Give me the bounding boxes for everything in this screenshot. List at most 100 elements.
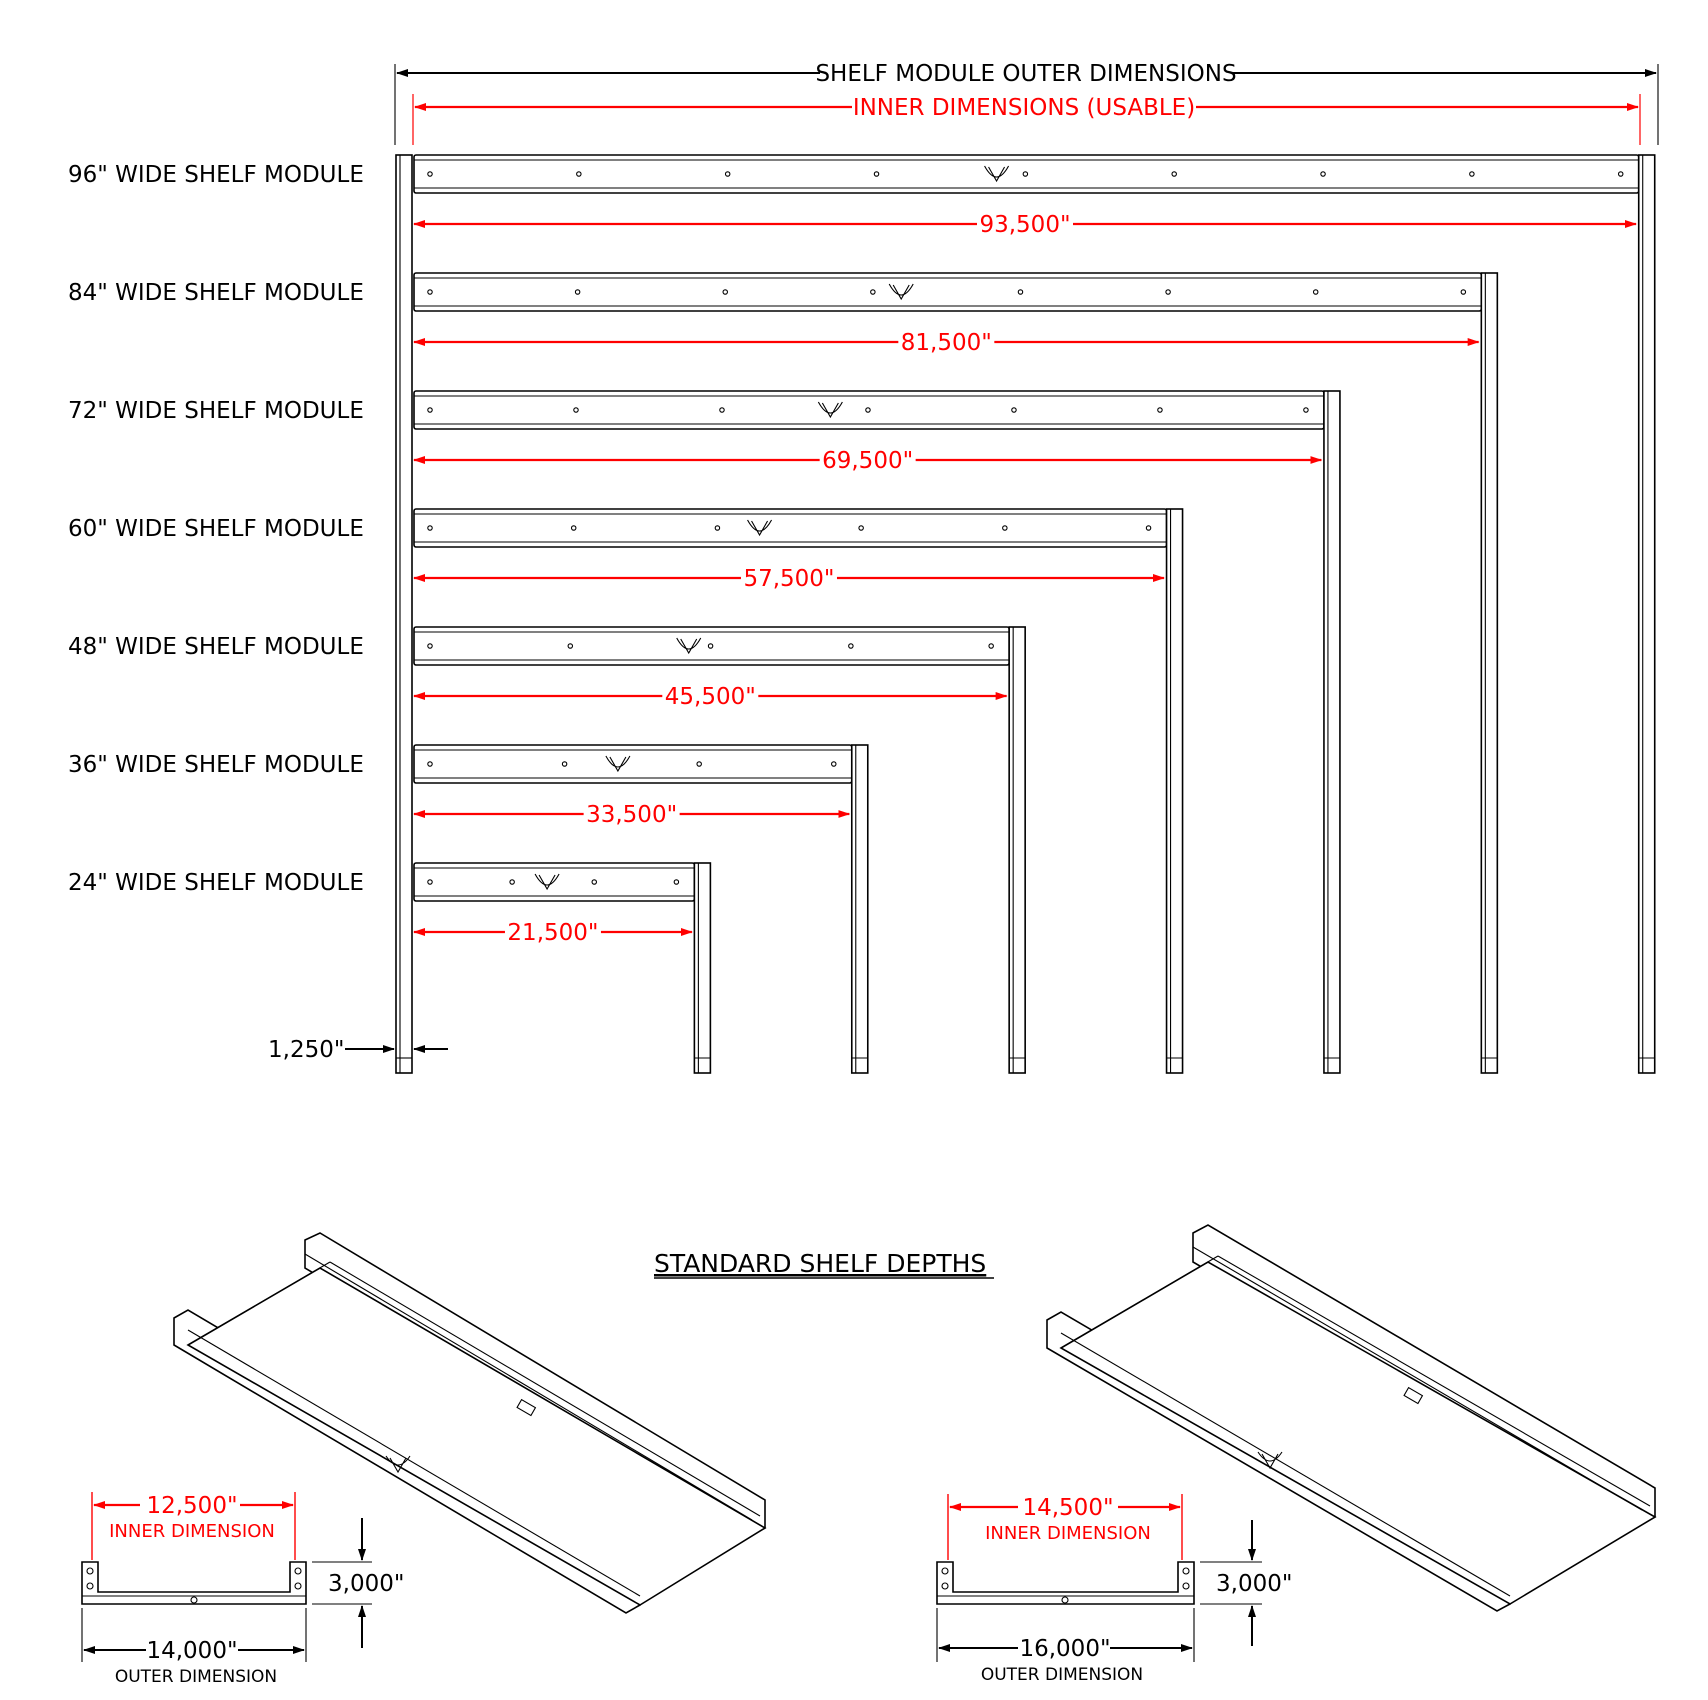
section-left: 12,500" INNER DIMENSION 3,000" 14,000" O… bbox=[81, 1492, 404, 1687]
beam-hole bbox=[831, 761, 837, 767]
beam-hole bbox=[1002, 525, 1008, 531]
right-height-value: 3,000" bbox=[1216, 1571, 1292, 1597]
right-post bbox=[850, 744, 869, 1074]
shelf-beam bbox=[413, 272, 1483, 312]
post-width-label: 1,250" bbox=[268, 1037, 344, 1063]
module-rows: 96" WIDE SHELF MODULE 93,500" 84" WIDE SHE… bbox=[68, 154, 1656, 1074]
beam-hole bbox=[573, 407, 579, 413]
beam-hole bbox=[707, 643, 714, 649]
module-label: 60" WIDE SHELF MODULE bbox=[68, 516, 364, 542]
right-post bbox=[693, 862, 712, 1074]
shelf-beam bbox=[413, 390, 1325, 430]
right-post bbox=[1008, 626, 1026, 1074]
inner-dim-value: 45,500" bbox=[665, 684, 756, 710]
beam-hole bbox=[1320, 171, 1326, 177]
beam-hole bbox=[591, 879, 598, 885]
section-right: 14,500" INNER DIMENSION 3,000" 16,000" O… bbox=[936, 1494, 1292, 1685]
module-row: 96" WIDE SHELF MODULE 93,500" bbox=[68, 154, 1656, 1074]
left-inner-caption: INNER DIMENSION bbox=[109, 1521, 275, 1542]
right-inner-caption: INNER DIMENSION bbox=[985, 1523, 1151, 1544]
beam-hole bbox=[509, 879, 515, 885]
beam-hole bbox=[561, 761, 568, 767]
shelf-beam bbox=[413, 154, 1640, 194]
beam-hole bbox=[1157, 407, 1163, 413]
module-row: 60" WIDE SHELF MODULE 57,500" bbox=[68, 508, 1184, 1074]
inner-dim-value: 33,500" bbox=[586, 802, 677, 828]
shelf-beam bbox=[413, 626, 1010, 666]
beam-hole bbox=[576, 171, 582, 177]
right-inner-value: 14,500" bbox=[1022, 1495, 1113, 1521]
inner-dimensions-label: INNER DIMENSIONS (USABLE) bbox=[853, 95, 1195, 121]
logo-icon bbox=[676, 637, 702, 655]
left-post bbox=[395, 154, 413, 1074]
post-width-dimension: 1,250" bbox=[268, 1037, 448, 1063]
beam-hole bbox=[570, 525, 577, 531]
beam-hole bbox=[673, 879, 680, 885]
right-post bbox=[1165, 508, 1184, 1074]
logo-icon bbox=[747, 519, 773, 537]
beam-hole bbox=[1017, 289, 1024, 295]
logo-icon bbox=[888, 283, 914, 301]
shelf-beam bbox=[413, 744, 853, 784]
beam-hole bbox=[1303, 407, 1309, 413]
standard-depths-title: STANDARD SHELF DEPTHS bbox=[654, 1249, 986, 1278]
left-outer-caption: OUTER DIMENSION bbox=[115, 1667, 277, 1687]
module-label: 24" WIDE SHELF MODULE bbox=[68, 870, 364, 896]
beam-hole bbox=[1145, 525, 1152, 531]
beam-hole bbox=[1460, 289, 1467, 295]
isometric-shelf-left bbox=[173, 1232, 767, 1614]
beam-hole bbox=[1022, 171, 1029, 177]
beam-hole bbox=[1469, 171, 1475, 177]
beam-hole bbox=[427, 761, 433, 767]
isometric-shelf-right bbox=[1046, 1224, 1657, 1612]
shelf-beam bbox=[413, 508, 1168, 548]
beam-hole bbox=[724, 171, 731, 177]
beam-hole bbox=[873, 171, 880, 177]
logo-icon bbox=[534, 873, 560, 891]
beam-hole bbox=[1312, 289, 1319, 295]
beam-hole bbox=[427, 171, 433, 177]
inner-dim-value: 57,500" bbox=[743, 566, 834, 592]
inner-dimension-header: INNER DIMENSIONS (USABLE) bbox=[412, 94, 1641, 145]
beam-hole bbox=[722, 289, 728, 295]
inner-dim-value: 21,500" bbox=[507, 920, 598, 946]
beam-hole bbox=[427, 289, 433, 295]
beam-hole bbox=[1617, 171, 1624, 177]
beam-hole bbox=[427, 879, 433, 885]
logo-icon bbox=[605, 755, 631, 773]
right-post bbox=[1480, 272, 1499, 1074]
inner-dim-value: 93,500" bbox=[979, 212, 1070, 238]
beam-hole bbox=[714, 525, 721, 531]
left-outer-value: 14,000" bbox=[146, 1638, 237, 1664]
module-row: 48" WIDE SHELF MODULE 45,500" bbox=[68, 626, 1026, 1074]
right-post bbox=[1637, 154, 1656, 1074]
beam-hole bbox=[427, 407, 433, 413]
right-post bbox=[1323, 390, 1341, 1074]
module-label: 96" WIDE SHELF MODULE bbox=[68, 162, 364, 188]
logo-icon bbox=[817, 401, 843, 419]
module-label: 84" WIDE SHELF MODULE bbox=[68, 280, 364, 306]
beam-hole bbox=[1171, 171, 1177, 177]
left-inner-value: 12,500" bbox=[146, 1493, 237, 1519]
logo-icon bbox=[984, 165, 1010, 183]
left-height-value: 3,000" bbox=[328, 1571, 404, 1597]
module-row: 24" WIDE SHELF MODULE 21,500" bbox=[68, 862, 712, 1074]
beam-hole bbox=[988, 643, 994, 649]
beam-hole bbox=[865, 407, 871, 413]
right-outer-caption: OUTER DIMENSION bbox=[981, 1665, 1143, 1685]
beam-hole bbox=[870, 289, 876, 295]
inner-dim-value: 81,500" bbox=[901, 330, 992, 356]
right-outer-value: 16,000" bbox=[1019, 1636, 1110, 1662]
shelf-beam bbox=[413, 862, 696, 902]
beam-hole bbox=[574, 289, 581, 295]
beam-hole bbox=[1165, 289, 1171, 295]
beam-hole bbox=[427, 643, 433, 649]
beam-hole bbox=[1011, 407, 1017, 413]
module-row: 84" WIDE SHELF MODULE 81,500" bbox=[68, 272, 1499, 1074]
module-label: 48" WIDE SHELF MODULE bbox=[68, 634, 364, 660]
beam-hole bbox=[567, 643, 574, 649]
beam-hole bbox=[719, 407, 725, 413]
